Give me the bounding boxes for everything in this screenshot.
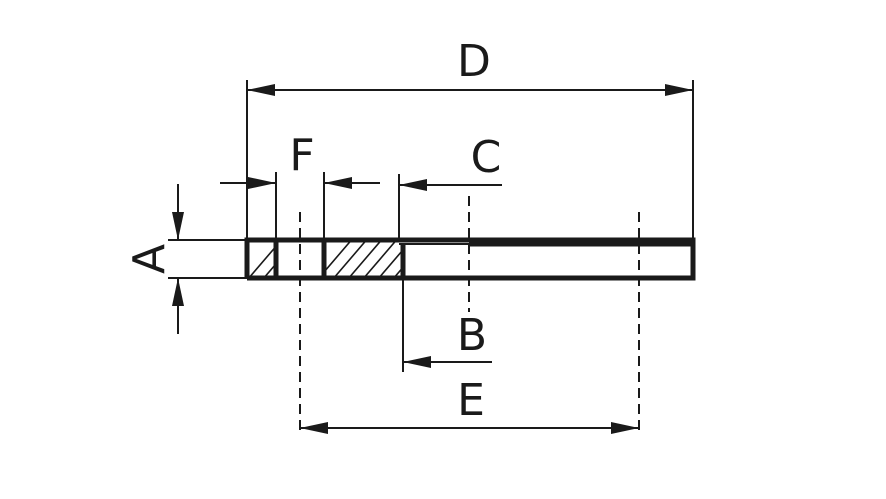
label-d: D — [457, 36, 491, 87]
center-lines — [299, 196, 640, 436]
part-section — [244, 237, 696, 281]
dimension-f: F — [220, 130, 380, 240]
hatch-middle — [325, 240, 403, 278]
dimension-a: A — [124, 184, 247, 334]
label-c: C — [471, 132, 502, 183]
label-e: E — [457, 375, 485, 426]
dimension-e: E — [300, 375, 639, 434]
dimension-c: C — [398, 132, 502, 240]
dimension-b: B — [402, 278, 492, 372]
hatch-left — [248, 245, 276, 278]
label-a: A — [124, 244, 175, 274]
part-outline — [244, 237, 696, 281]
label-b: B — [457, 310, 487, 361]
dimension-d: D — [246, 36, 694, 240]
label-f: F — [289, 130, 314, 181]
